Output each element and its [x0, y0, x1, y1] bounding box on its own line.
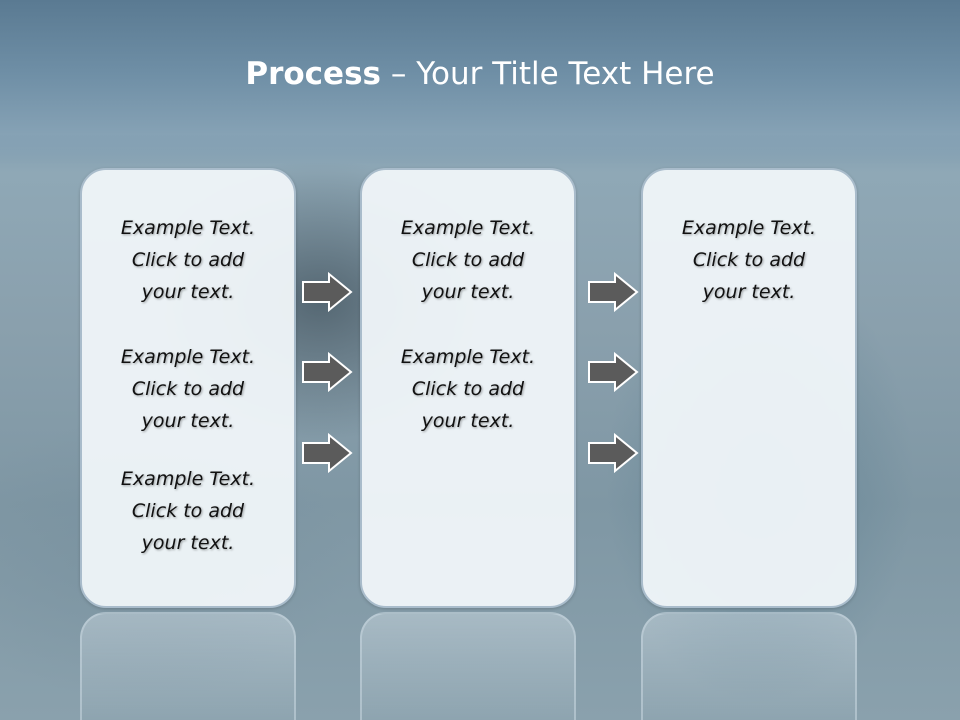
text-item[interactable]: Example Text. Click to add your text. [643, 212, 855, 308]
text-line: Example Text. [120, 346, 256, 368]
text-line: Example Text. [120, 217, 256, 239]
right-arrow-icon[interactable] [301, 352, 353, 392]
process-box-3[interactable]: Example Text. Click to add your text. [641, 168, 857, 608]
text-item[interactable]: Example Text. Click to add your text. [82, 341, 294, 437]
text-line: Click to add [411, 249, 525, 271]
title-band [0, 0, 960, 165]
text-line: Click to add [411, 378, 525, 400]
arrow-shape [588, 272, 639, 312]
right-arrow-icon[interactable] [587, 352, 639, 392]
text-line: Click to add [131, 500, 245, 522]
right-arrow-icon[interactable] [587, 433, 639, 473]
arrow-shape [588, 352, 639, 392]
title-rest: – Your Title Text Here [381, 56, 715, 92]
text-line: Click to add [692, 249, 806, 271]
arrow-shape [302, 433, 353, 473]
arrow-shape [302, 272, 353, 312]
arrow-shape [302, 352, 353, 392]
box-reflection-1 [80, 612, 296, 720]
text-line: Example Text. [681, 217, 817, 239]
text-item[interactable]: Example Text. Click to add your text. [82, 212, 294, 308]
text-line: your text. [421, 281, 515, 303]
box-reflection-3 [641, 612, 857, 720]
box-reflection-2 [360, 612, 576, 720]
right-arrow-icon[interactable] [301, 272, 353, 312]
process-box-2[interactable]: Example Text. Click to add your text. Ex… [360, 168, 576, 608]
arrow-shape [588, 433, 639, 473]
title-strong: Process [245, 56, 381, 92]
text-line: your text. [141, 281, 235, 303]
text-line: Click to add [131, 378, 245, 400]
process-box-1[interactable]: Example Text. Click to add your text. Ex… [80, 168, 296, 608]
text-item[interactable]: Example Text. Click to add your text. [362, 341, 574, 437]
right-arrow-icon[interactable] [301, 433, 353, 473]
text-line: Example Text. [400, 217, 536, 239]
slide-title[interactable]: Process – Your Title Text Here [0, 52, 960, 96]
text-line: Example Text. [120, 468, 256, 490]
right-arrow-icon[interactable] [587, 272, 639, 312]
text-line: your text. [141, 410, 235, 432]
text-line: your text. [702, 281, 796, 303]
text-line: your text. [421, 410, 515, 432]
text-line: Example Text. [400, 346, 536, 368]
text-item[interactable]: Example Text. Click to add your text. [82, 463, 294, 559]
text-item[interactable]: Example Text. Click to add your text. [362, 212, 574, 308]
text-line: Click to add [131, 249, 245, 271]
text-line: your text. [141, 532, 235, 554]
